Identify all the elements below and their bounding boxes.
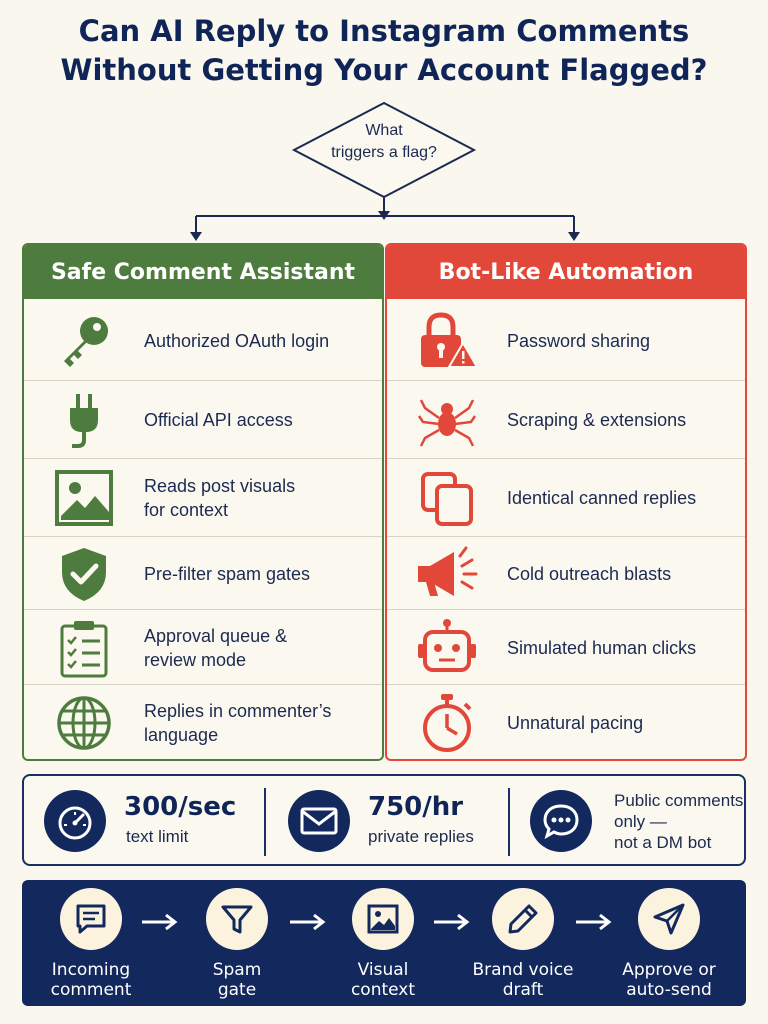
image-icon (24, 468, 144, 528)
safe-item-spam: Pre-filter spam gates (24, 536, 382, 610)
lock-warning-icon (387, 311, 507, 371)
safe-item-label: Official API access (144, 410, 293, 430)
arrowhead-right (568, 232, 580, 241)
bot-panel: Bot-Like Automation Password sharing Scr… (385, 243, 747, 761)
bot-item-password: Password sharing (387, 301, 745, 381)
shield-check-icon (24, 544, 144, 604)
reply-pipeline: Incoming comment Spam gate Visual contex… (22, 880, 746, 1006)
page-title: Can AI Reply to Instagram Comments Witho… (0, 12, 768, 90)
copy-icon (387, 468, 507, 528)
pipeline-arrow (142, 913, 178, 931)
pipeline-step-label: Approve or auto-send (622, 960, 716, 1000)
stat-value-private-replies: 750/hr (368, 792, 464, 822)
pipeline-arrow (290, 913, 326, 931)
safe-item-label: Pre-filter spam gates (144, 563, 311, 584)
bot-item-label: Identical canned replies (507, 488, 697, 508)
pipeline-step-spam-gate: Spam gate (182, 888, 292, 1000)
pipeline-arrow (434, 913, 470, 931)
bot-item-outreach: Cold outreach blasts (387, 536, 745, 610)
stat-value-text-limit: 300/sec (124, 792, 237, 822)
image-icon (352, 888, 414, 950)
safe-item-label: Authorized OAuth login (144, 331, 330, 351)
arrowhead-left (190, 232, 202, 241)
stopwatch-icon (387, 692, 507, 754)
pipeline-step-label: Brand voice draft (472, 960, 574, 1000)
spider-icon (387, 390, 507, 450)
pipeline-step-label: Spam gate (212, 960, 262, 1000)
globe-icon (24, 693, 144, 753)
speedometer-icon (44, 790, 106, 852)
rate-limits-bar: 300/sec text limit 750/hr private replie… (22, 774, 746, 866)
megaphone-icon (387, 544, 507, 604)
bot-item-label: Scraping & extensions (507, 410, 687, 430)
bot-item-canned: Identical canned replies (387, 458, 745, 537)
safe-item-visuals: Reads post visuals for context (24, 458, 382, 537)
decision-line-1: What (365, 122, 403, 139)
stat-caption-text-limit: text limit (126, 827, 189, 846)
safe-item-approval: Approval queue & review mode (24, 609, 382, 685)
title-line-2: Without Getting Your Account Flagged? (60, 53, 708, 87)
pipeline-arrow (576, 913, 612, 931)
plug-icon (24, 390, 144, 450)
message-icon (60, 888, 122, 950)
envelope-icon (288, 790, 350, 852)
bot-item-label: Cold outreach blasts (507, 563, 672, 584)
pipeline-step-label: Incoming comment (50, 960, 132, 1000)
safe-item-label: Reads post visuals for context (144, 476, 296, 520)
bot-item-pacing: Unnatural pacing (387, 684, 745, 759)
bot-item-scraping: Scraping & extensions (387, 380, 745, 459)
bot-item-label: Unnatural pacing (507, 713, 644, 733)
stats-divider (508, 788, 510, 856)
pipeline-step-label: Visual context (350, 960, 416, 1000)
pipeline-step-draft: Brand voice draft (468, 888, 578, 1000)
bot-item-clicks: Simulated human clicks (387, 609, 745, 685)
key-icon (24, 311, 144, 371)
stat-note-public-comments: Public comments only — not a DM bot (614, 791, 744, 852)
pipeline-step-send: Approve or auto-send (614, 888, 724, 1000)
bot-panel-heading: Bot-Like Automation (387, 245, 745, 299)
safe-item-oauth: Authorized OAuth login (24, 301, 382, 381)
pipeline-step-visual: Visual context (328, 888, 438, 1000)
decision-line-2: triggers a flag? (331, 144, 437, 161)
bot-item-label: Simulated human clicks (507, 637, 697, 658)
safe-panel-heading: Safe Comment Assistant (24, 245, 382, 299)
safe-panel: Safe Comment Assistant Authorized OAuth … (22, 243, 384, 761)
decision-flow (190, 101, 580, 241)
stats-divider (264, 788, 266, 856)
safe-item-language: Replies in commenter’s language (24, 684, 382, 759)
bot-item-label: Password sharing (507, 331, 651, 351)
chat-bubble-icon (530, 790, 592, 852)
robot-icon (387, 618, 507, 678)
safe-item-label: Replies in commenter’s language (144, 701, 332, 745)
decision-question: What triggers a flag? (319, 120, 449, 164)
safe-item-label: Approval queue & review mode (144, 625, 288, 670)
pipeline-step-incoming: Incoming comment (36, 888, 146, 1000)
clipboard-checklist-icon (24, 618, 144, 678)
safe-item-api: Official API access (24, 380, 382, 459)
arrowhead-center (378, 211, 390, 220)
pen-icon (492, 888, 554, 950)
funnel-icon (206, 888, 268, 950)
stat-caption-private-replies: private replies (368, 827, 474, 846)
send-icon (638, 888, 700, 950)
title-line-1: Can AI Reply to Instagram Comments (78, 14, 690, 48)
